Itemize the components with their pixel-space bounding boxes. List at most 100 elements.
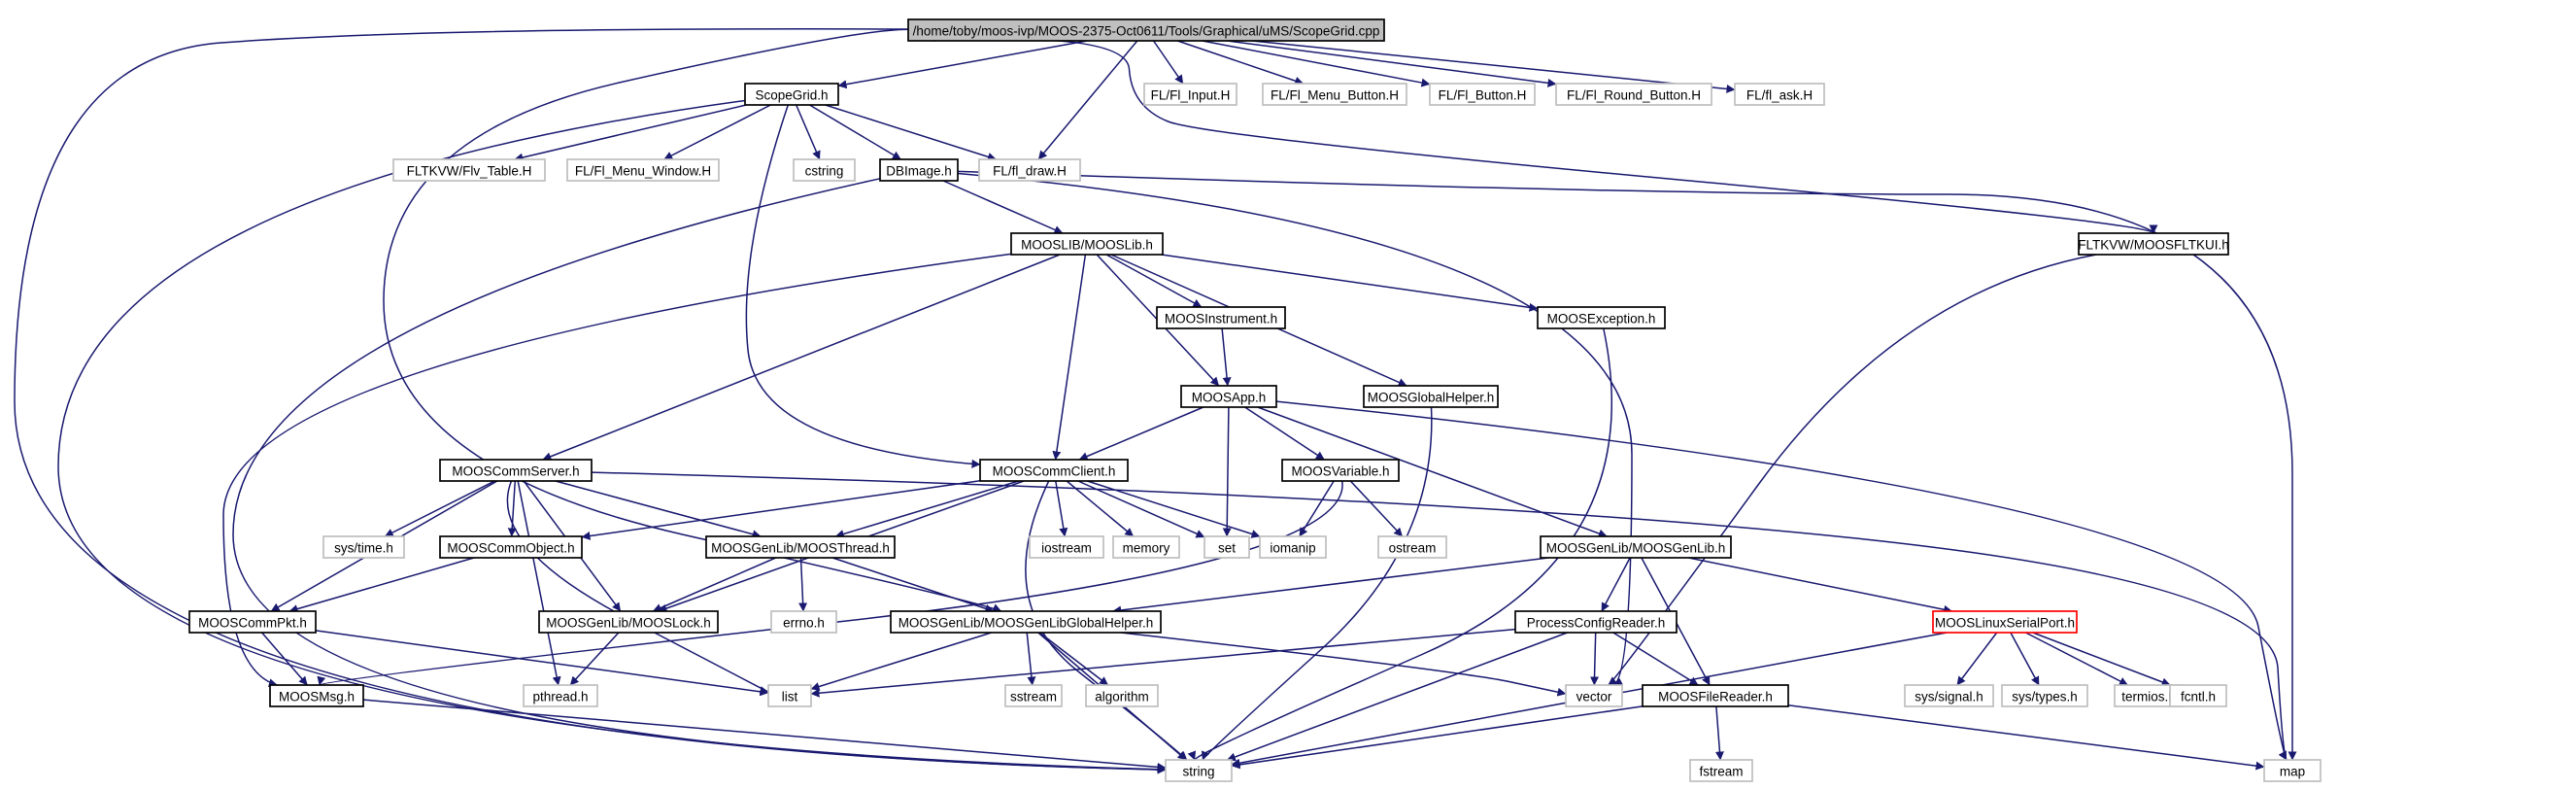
node-vector[interactable]: vector xyxy=(1565,684,1623,707)
node-box-algorithm xyxy=(1085,684,1159,707)
node-fl_input[interactable]: FL/Fl_Input.H xyxy=(1143,83,1237,106)
edge-moosinstrument-to-moosapp xyxy=(1221,327,1232,387)
node-mooscommobject[interactable]: MOOSCommObject.h xyxy=(439,535,583,559)
edge-dbimage-to-mooslib xyxy=(942,180,1064,234)
edge-scopegrid_h-to-cstring xyxy=(796,104,821,160)
node-scopegrid_h[interactable]: ScopeGrid.h xyxy=(744,83,839,106)
edge-moosthread-to-errno xyxy=(798,557,808,612)
node-label-cstring: cstring xyxy=(805,164,844,179)
node-moosfltkui[interactable]: FLTKVW/MOOSFLTKUI.h xyxy=(2078,232,2229,256)
node-moosvariable[interactable]: MOOSVariable.h xyxy=(1281,459,1400,482)
node-set[interactable]: set xyxy=(1203,535,1250,559)
node-box-list xyxy=(767,684,812,707)
node-label-fl_round_button: FL/Fl_Round_Button.H xyxy=(1567,88,1701,103)
node-box-fl_input xyxy=(1143,83,1237,106)
node-label-moosgenlibglobalhelper: MOOSGenLib/MOOSGenLibGlobalHelper.h xyxy=(898,616,1154,631)
node-mooscommclient[interactable]: MOOSCommClient.h xyxy=(979,459,1129,482)
node-moosmsg[interactable]: MOOSMsg.h xyxy=(269,684,364,707)
node-label-ostream: ostream xyxy=(1389,541,1437,556)
node-label-mooscommobject: MOOSCommObject.h xyxy=(447,541,574,556)
node-box-moosfltkui xyxy=(2078,232,2229,256)
node-mooslib[interactable]: MOOSLIB/MOOSLib.h xyxy=(1010,232,1164,256)
edge-moosgenlibglobalhelper-to-algorithm xyxy=(1038,632,1109,686)
edge-mooscommserver-to-moosthread xyxy=(555,480,762,539)
node-label-systime: sys/time.h xyxy=(334,541,393,556)
node-moosexception[interactable]: MOOSException.h xyxy=(1537,306,1666,329)
edge-moosapp-to-map xyxy=(1275,400,2288,761)
node-syssignal[interactable]: sys/signal.h xyxy=(1904,684,1994,707)
node-iostream[interactable]: iostream xyxy=(1029,535,1104,559)
edge-mooslib-to-mooscommclient xyxy=(1052,254,1087,461)
node-ostream[interactable]: ostream xyxy=(1377,535,1447,559)
edge-moosvariable-to-iomanip xyxy=(1299,480,1335,537)
node-box-fstream xyxy=(1689,759,1753,782)
node-iomanip[interactable]: iomanip xyxy=(1259,535,1327,559)
node-mooscommserver[interactable]: MOOSCommServer.h xyxy=(439,459,593,482)
edge-mooscommserver-to-systime xyxy=(384,480,495,537)
edge-processconfigreader-to-list xyxy=(810,628,1516,698)
node-moosapp[interactable]: MOOSApp.h xyxy=(1180,385,1277,408)
node-label-iomanip: iomanip xyxy=(1270,541,1315,556)
node-box-mooslock xyxy=(538,610,719,634)
node-list[interactable]: list xyxy=(767,684,812,707)
node-systypes[interactable]: sys/types.h xyxy=(2001,684,2088,707)
node-moosgenlib[interactable]: MOOSGenLib/MOOSGenLib.h xyxy=(1540,535,1732,559)
node-label-mooslinuxserialport: MOOSLinuxSerialPort.h xyxy=(1935,616,2075,631)
node-cstring[interactable]: cstring xyxy=(793,158,856,182)
node-label-algorithm: algorithm xyxy=(1095,690,1149,704)
node-map[interactable]: map xyxy=(2263,759,2322,782)
node-moosinstrument[interactable]: MOOSInstrument.h xyxy=(1156,306,1286,329)
node-errno[interactable]: errno.h xyxy=(770,610,837,634)
node-moosgenlibglobalhelper[interactable]: MOOSGenLib/MOOSGenLibGlobalHelper.h xyxy=(890,610,1162,634)
node-root[interactable]: /home/toby/moos-ivp/MOOS-2375-Oct0611/To… xyxy=(907,18,1385,42)
edge-moosgenlibglobalhelper-to-list xyxy=(810,632,993,691)
node-fstream[interactable]: fstream xyxy=(1689,759,1753,782)
edge-layer xyxy=(14,28,2297,774)
node-flv_table[interactable]: FLTKVW/Flv_Table.H xyxy=(392,158,546,182)
edge-scopegrid_h-to-flv_table xyxy=(514,104,747,162)
edge-mooslib-to-moosexception xyxy=(1161,254,1539,312)
node-box-string xyxy=(1165,759,1233,782)
node-box-dbimage xyxy=(879,158,959,182)
node-fl_ask[interactable]: FL/fl_ask.H xyxy=(1734,83,1825,106)
node-string[interactable]: string xyxy=(1165,759,1233,782)
edge-root-to-fl_round_button xyxy=(1227,40,1557,87)
node-fl_draw[interactable]: FL/fl_draw.H xyxy=(978,158,1081,182)
edge-scopegrid_h-to-mooscommclient xyxy=(745,104,981,468)
node-box-moosexception xyxy=(1537,306,1666,329)
node-sstream[interactable]: sstream xyxy=(1004,684,1063,707)
node-moosthread[interactable]: MOOSGenLib/MOOSThread.h xyxy=(705,535,896,559)
node-fl_menu_window[interactable]: FL/Fl_Menu_Window.H xyxy=(566,158,720,182)
edge-moosfilereader-to-string xyxy=(1231,705,1644,770)
node-dbimage[interactable]: DBImage.h xyxy=(879,158,959,182)
node-label-moosglobalhelper: MOOSGlobalHelper.h xyxy=(1368,391,1495,405)
node-mooscommpkt[interactable]: MOOSCommPkt.h xyxy=(188,610,317,634)
node-processconfigreader[interactable]: ProcessConfigReader.h xyxy=(1514,610,1678,634)
node-fcntl[interactable]: fcntl.h xyxy=(2169,684,2227,707)
node-label-fl_draw: FL/fl_draw.H xyxy=(993,164,1067,179)
node-label-systypes: sys/types.h xyxy=(2012,690,2078,704)
node-box-set xyxy=(1203,535,1250,559)
node-fl_menu_button[interactable]: FL/Fl_Menu_Button.H xyxy=(1262,83,1407,106)
node-label-pthread: pthread.h xyxy=(532,690,588,704)
node-pthread[interactable]: pthread.h xyxy=(523,684,598,707)
node-box-fcntl xyxy=(2169,684,2227,707)
edge-mooslock-to-pthread xyxy=(569,632,620,686)
node-label-moosmsg: MOOSMsg.h xyxy=(279,690,355,704)
edge-moosapp-to-moosgenlib xyxy=(1257,406,1608,538)
node-box-moosgenlib xyxy=(1540,535,1732,559)
node-moosfilereader[interactable]: MOOSFileReader.h xyxy=(1642,684,1789,707)
node-algorithm[interactable]: algorithm xyxy=(1085,684,1159,707)
edge-moosthread-to-mooslock xyxy=(652,557,776,612)
node-moosglobalhelper[interactable]: MOOSGlobalHelper.h xyxy=(1363,385,1499,408)
node-box-mooscommserver xyxy=(439,459,593,482)
node-box-mooscommobject xyxy=(439,535,583,559)
node-fl_button[interactable]: FL/Fl_Button.H xyxy=(1429,83,1536,106)
node-fl_round_button[interactable]: FL/Fl_Round_Button.H xyxy=(1555,83,1712,106)
node-systime[interactable]: sys/time.h xyxy=(322,535,405,559)
edge-mooslinuxserialport-to-systypes xyxy=(2010,632,2040,686)
node-mooslinuxserialport[interactable]: MOOSLinuxSerialPort.h xyxy=(1932,610,2078,634)
node-mooslock[interactable]: MOOSGenLib/MOOSLock.h xyxy=(538,610,719,634)
node-memory[interactable]: memory xyxy=(1112,535,1180,559)
node-box-sstream xyxy=(1004,684,1063,707)
